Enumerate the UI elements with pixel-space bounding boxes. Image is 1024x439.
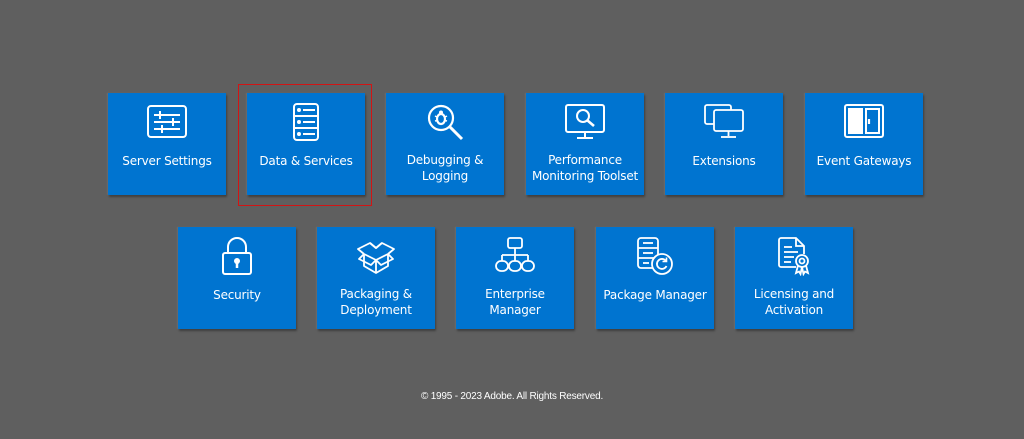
tile-data-services[interactable]: Data & Services bbox=[247, 93, 365, 195]
copyright-footer: © 1995 - 2023 Adobe. All Rights Reserved… bbox=[420, 391, 604, 402]
padlock-icon bbox=[217, 236, 257, 276]
hierarchy-icon bbox=[495, 236, 535, 276]
tile-label: Server Settings bbox=[122, 154, 212, 168]
tile-label: Extensions bbox=[692, 154, 756, 168]
tile-security[interactable]: Security bbox=[178, 227, 296, 329]
server-refresh-icon bbox=[635, 236, 675, 276]
tile-licensing-activation[interactable]: Licensing and Activation bbox=[735, 227, 853, 329]
tile-extensions[interactable]: Extensions bbox=[665, 93, 783, 195]
open-box-icon bbox=[356, 236, 396, 276]
tile-label: Security bbox=[213, 288, 261, 302]
tile-server-settings[interactable]: Server Settings bbox=[108, 93, 226, 195]
server-list-icon bbox=[286, 102, 326, 142]
tile-label: Enterprise Manager bbox=[485, 287, 545, 317]
tile-label: Performance Monitoring Toolset bbox=[531, 153, 639, 183]
certificate-icon bbox=[774, 236, 814, 276]
tile-enterprise-manager[interactable]: Enterprise Manager bbox=[456, 227, 574, 329]
tile-label: Event Gateways bbox=[816, 154, 912, 168]
tile-label: Package Manager bbox=[603, 288, 707, 302]
monitor-search-icon bbox=[565, 102, 605, 142]
tile-packaging-deployment[interactable]: Packaging & Deployment bbox=[317, 227, 435, 329]
tile-event-gateways[interactable]: Event Gateways bbox=[805, 93, 923, 195]
tile-performance-monitoring[interactable]: Performance Monitoring Toolset bbox=[526, 93, 644, 195]
tile-label: Data & Services bbox=[259, 154, 353, 168]
door-icon bbox=[844, 102, 884, 142]
bug-magnifier-icon bbox=[425, 102, 465, 142]
tile-label: Debugging & Logging bbox=[406, 153, 484, 183]
tile-label: Licensing and Activation bbox=[753, 287, 835, 317]
tile-package-manager[interactable]: Package Manager bbox=[596, 227, 714, 329]
tile-debugging-logging[interactable]: Debugging & Logging bbox=[386, 93, 504, 195]
tile-label: Packaging & Deployment bbox=[340, 287, 412, 317]
dual-monitor-icon bbox=[704, 102, 744, 142]
sliders-icon bbox=[147, 102, 187, 142]
